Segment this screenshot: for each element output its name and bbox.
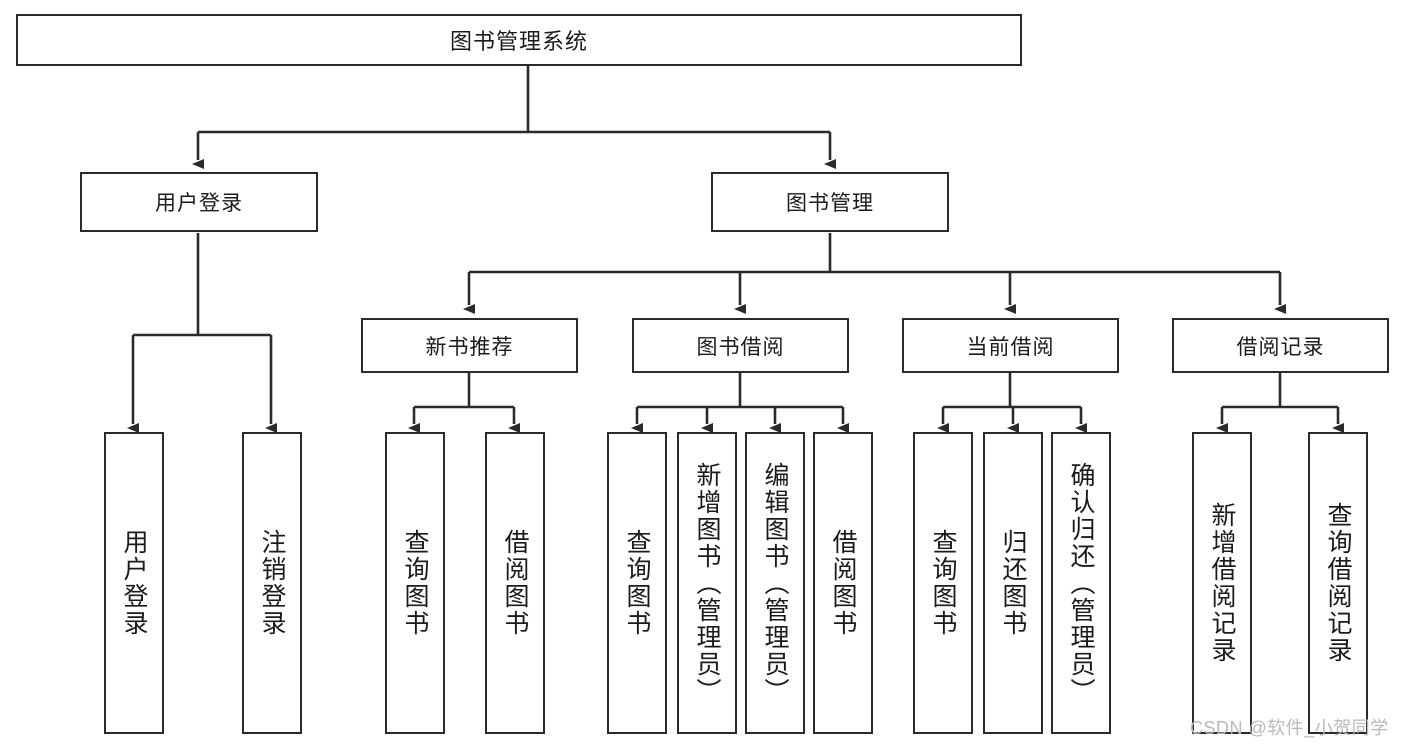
leaf-add-book-label: 新增图书（管理员） bbox=[693, 461, 721, 705]
node-current-borrow-label: 当前借阅 bbox=[966, 335, 1055, 359]
leaf-borrow-book-1[interactable]: 借阅图书 bbox=[485, 432, 545, 734]
leaf-add-record-label: 新增借阅记录 bbox=[1208, 502, 1236, 664]
node-user-login[interactable]: 用户登录 bbox=[80, 172, 318, 232]
leaf-query-book-1[interactable]: 查询图书 bbox=[385, 432, 445, 734]
node-new-book-recommend[interactable]: 新书推荐 bbox=[361, 318, 578, 373]
edges-user-login bbox=[127, 233, 277, 433]
node-root[interactable]: 图书管理系统 bbox=[16, 14, 1022, 66]
leaf-query-book-2[interactable]: 查询图书 bbox=[607, 432, 667, 734]
edges-book-manage bbox=[463, 233, 1286, 314]
leaf-edit-book[interactable]: 编辑图书（管理员） bbox=[745, 432, 805, 734]
node-current-borrow[interactable]: 当前借阅 bbox=[902, 318, 1119, 373]
leaf-query-book-1-label: 查询图书 bbox=[401, 529, 429, 637]
node-root-label: 图书管理系统 bbox=[449, 29, 588, 54]
node-book-borrow-label: 图书借阅 bbox=[696, 335, 785, 359]
leaf-query-record[interactable]: 查询借阅记录 bbox=[1308, 432, 1368, 734]
leaf-borrow-book-2[interactable]: 借阅图书 bbox=[813, 432, 873, 734]
node-book-manage-label: 图书管理 bbox=[786, 192, 874, 215]
leaf-query-book-3[interactable]: 查询图书 bbox=[913, 432, 973, 734]
leaf-query-book-3-label: 查询图书 bbox=[929, 529, 957, 637]
node-book-manage[interactable]: 图书管理 bbox=[711, 172, 949, 232]
leaf-confirm-return[interactable]: 确认归还（管理员） bbox=[1051, 432, 1111, 734]
node-user-login-label: 用户登录 bbox=[155, 192, 243, 215]
leaf-borrow-book-2-label: 借阅图书 bbox=[829, 529, 857, 637]
leaf-user-login-label: 用户登录 bbox=[120, 529, 148, 637]
edges-book-borrow bbox=[631, 373, 849, 433]
leaf-query-book-2-label: 查询图书 bbox=[623, 529, 651, 637]
leaf-return-book-label: 归还图书 bbox=[999, 529, 1027, 637]
leaf-add-record[interactable]: 新增借阅记录 bbox=[1192, 432, 1252, 734]
leaf-edit-book-label: 编辑图书（管理员） bbox=[761, 461, 789, 705]
leaf-user-login[interactable]: 用户登录 bbox=[104, 432, 164, 734]
node-book-borrow[interactable]: 图书借阅 bbox=[632, 318, 849, 373]
leaf-add-book[interactable]: 新增图书（管理员） bbox=[677, 432, 737, 734]
leaf-borrow-book-1-label: 借阅图书 bbox=[501, 529, 529, 637]
edges-root bbox=[192, 66, 836, 169]
leaf-query-record-label: 查询借阅记录 bbox=[1324, 502, 1352, 664]
leaf-return-book[interactable]: 归还图书 bbox=[983, 432, 1043, 734]
leaf-confirm-return-label: 确认归还（管理员） bbox=[1067, 461, 1095, 705]
node-new-book-recommend-label: 新书推荐 bbox=[425, 335, 514, 359]
node-borrow-record[interactable]: 借阅记录 bbox=[1172, 318, 1389, 373]
edges-current-borrow bbox=[937, 373, 1087, 433]
leaf-logout-login-label: 注销登录 bbox=[258, 529, 286, 637]
leaf-logout-login[interactable]: 注销登录 bbox=[242, 432, 302, 734]
edges-borrow-record bbox=[1216, 373, 1344, 433]
node-borrow-record-label: 借阅记录 bbox=[1236, 335, 1325, 359]
edges-new-book-recommend bbox=[408, 373, 520, 433]
